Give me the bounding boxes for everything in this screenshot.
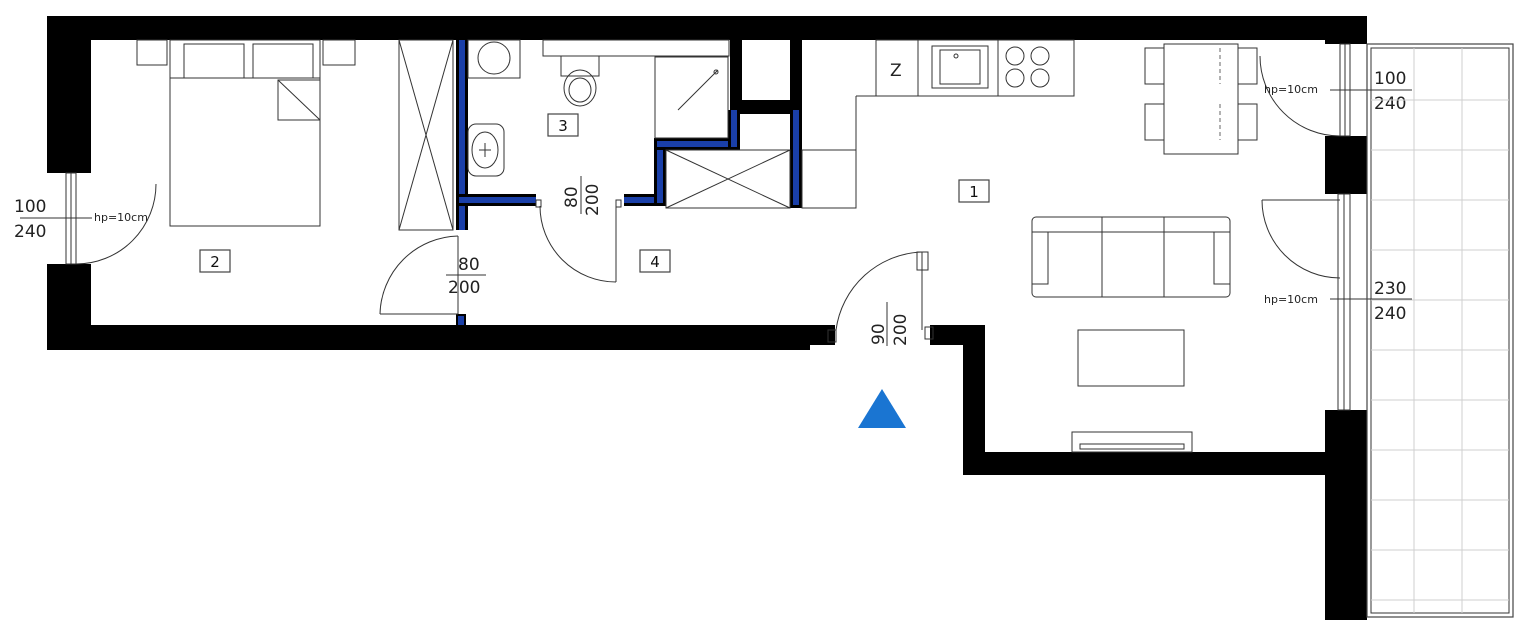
door-entrance (827, 251, 934, 343)
tv-cabinet (1071, 431, 1193, 453)
wardrobe (398, 39, 454, 231)
room-number-3: 3 (558, 117, 568, 135)
window-right-balcony-height: 240 (1374, 304, 1406, 324)
door-entrance-width: 90 (869, 323, 889, 345)
window-right-balcony-sill: hp=10cm (1264, 293, 1318, 306)
room-number-2: 2 (210, 253, 220, 271)
door-bathroom-width: 80 (562, 186, 582, 208)
room-tag-1: 1 (958, 179, 990, 203)
door-bedroom-height: 200 (448, 278, 480, 298)
door-bedroom-width: 80 (458, 255, 480, 275)
room-number-4: 4 (650, 253, 660, 271)
room-tag-3: 3 (547, 113, 579, 137)
sofa (1031, 216, 1231, 298)
kitchen-counter (801, 39, 1075, 209)
window-right-balcony-width: 230 (1374, 279, 1406, 299)
washing-machine (467, 39, 521, 79)
window-right-top-height: 240 (1374, 94, 1406, 114)
window-left-width: 100 (14, 197, 46, 217)
entrance-triangle-icon (858, 389, 906, 428)
room-tag-2: 2 (199, 249, 231, 273)
dining-table (1144, 43, 1258, 155)
installation-walls (456, 40, 802, 326)
balcony (1366, 43, 1514, 618)
fridge-mark: Z (890, 61, 902, 81)
bathroom-cabinet (665, 149, 791, 209)
exterior-walls (47, 16, 1367, 620)
window-left (20, 172, 157, 265)
window-left-height: 240 (14, 222, 46, 242)
room-tag-4: 4 (639, 249, 671, 273)
coffee-table (1077, 329, 1185, 387)
sink (467, 123, 505, 177)
bed (136, 39, 356, 227)
window-right-top-sill: hp=10cm (1264, 83, 1318, 96)
toilet (542, 39, 730, 107)
window-right-balcony (1261, 193, 1412, 411)
room-number-1: 1 (969, 183, 979, 201)
door-entrance-height: 200 (891, 314, 911, 346)
window-left-sill: hp=10cm (94, 211, 148, 224)
door-bathroom-height: 200 (583, 184, 603, 216)
window-right-top-width: 100 (1374, 69, 1406, 89)
door-bathroom (535, 199, 622, 283)
shower (654, 56, 729, 139)
